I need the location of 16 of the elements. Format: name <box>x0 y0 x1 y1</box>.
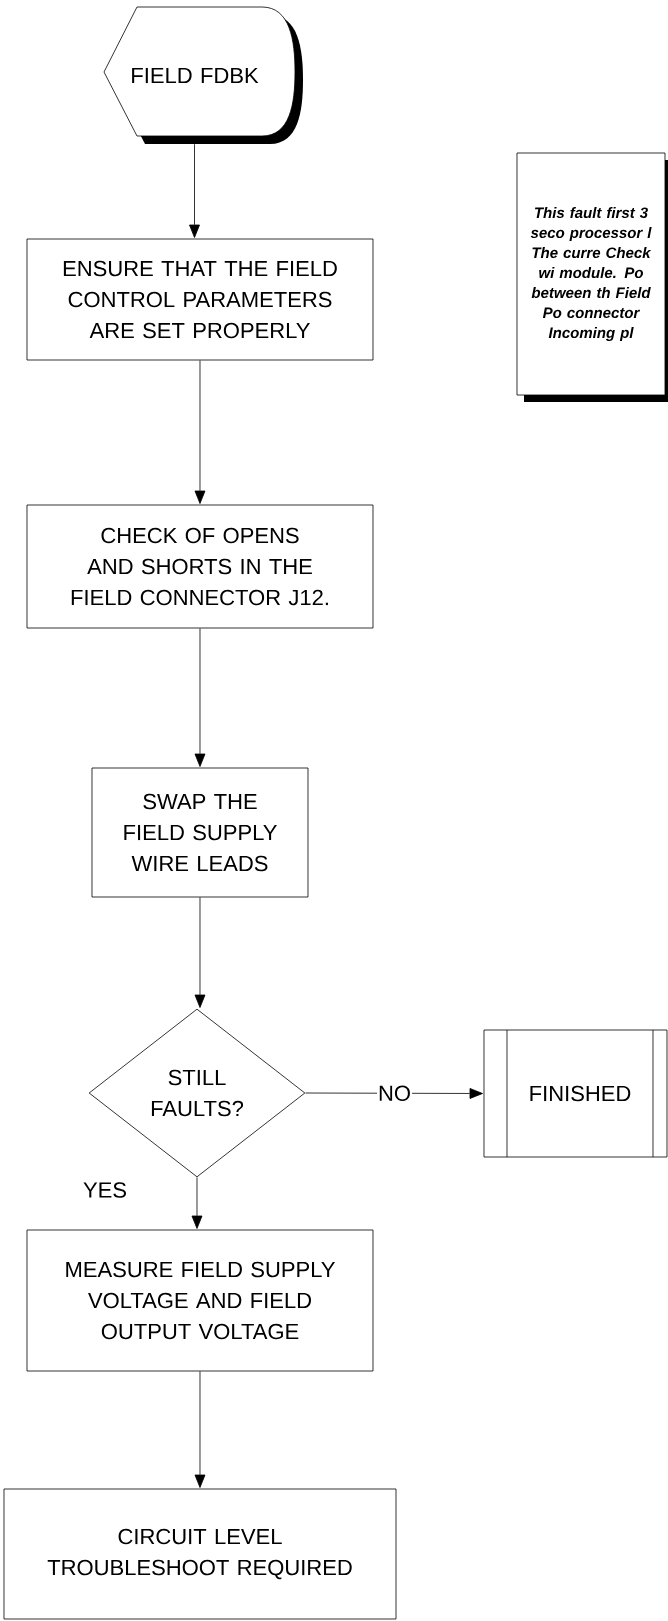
arrow <box>194 628 206 767</box>
process-box: SWAP THE FIELD SUPPLY WIRE LEADS <box>91 767 309 898</box>
process-box: CHECK OF OPENS AND SHORTS IN THE FIELD CONNECTOR J12. <box>26 504 374 629</box>
arrow <box>191 1177 203 1229</box>
edge-label: NO <box>377 1084 412 1103</box>
process-box: ENSURE THAT THE FIELD CONTROL PARAMETERS ARE SET PROPERLY <box>26 238 374 361</box>
arrow <box>194 897 206 1008</box>
predefined-process-box: FINISHED <box>483 1029 668 1158</box>
arrow <box>194 1371 206 1488</box>
process-box: MEASURE FIELD SUPPLY VOLTAGE AND FIELD OUTPUT VOLTAGE <box>26 1229 374 1372</box>
arrow <box>189 143 200 238</box>
edge-label: YES <box>83 1182 126 1198</box>
arrow <box>194 360 206 504</box>
note-box: This fault first 3 seco processor l The curre Check wi module. Po between th Field Po connector Incoming pl <box>516 152 668 402</box>
arrow <box>305 1088 483 1099</box>
process-box: CIRCUIT LEVEL TROUBLESHOOT REQUIRED <box>3 1488 397 1620</box>
